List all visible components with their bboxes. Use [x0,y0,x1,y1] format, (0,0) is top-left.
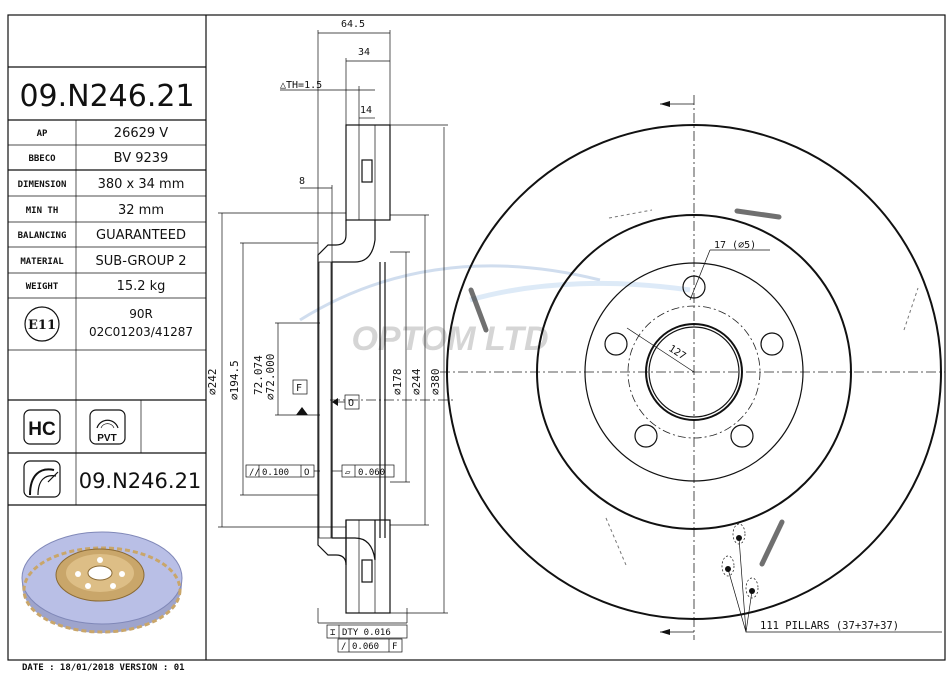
dia-244: ⌀244 [410,368,423,395]
svg-text:/: / [341,642,346,652]
row-label: AP [37,129,48,139]
svg-text:HC: HC [28,419,56,440]
pcd-label: 127 [666,343,687,362]
dim-64-5: 64.5 [341,19,365,30]
row-label: BALANCING [18,231,67,241]
slots [468,208,785,567]
row-label: MATERIAL [20,257,64,267]
svg-text:DTY 0.016: DTY 0.016 [342,628,391,638]
datum-f: F [296,383,302,394]
datum-o: O [348,398,354,409]
section-view: 64.5 34 △TH=1.5 14 8 ⌀242 ⌀194.5 72.074 … [206,19,455,653]
row-value: 380 x 34 mm [98,177,185,192]
disc-render-image [21,531,183,634]
disc-profile-icon [23,460,61,498]
delta-th: △TH=1.5 [280,80,322,91]
e11-approval-icon: E11 [24,306,60,342]
drawing-frame [7,14,946,661]
svg-text:O: O [304,468,309,478]
part-number: 09.N246.21 [19,79,194,114]
bolt-hole-label: 17 (⌀5) [714,240,756,251]
row-value: BV 9239 [114,151,169,166]
pvt-icon: PVT [89,409,126,445]
dim-8: 8 [299,176,305,187]
dia-178: ⌀178 [391,369,404,396]
svg-text:F: F [392,642,397,652]
svg-text:⌶: ⌶ [330,628,336,638]
dia-380: ⌀380 [429,369,442,396]
row-value: 15.2 kg [117,279,166,294]
row-value: GUARANTEED [96,228,186,243]
row-label: WEIGHT [26,282,59,292]
row-value: 32 mm [118,203,164,218]
dia-72-000: ⌀72.000 [264,354,277,400]
tolerance-dty-runout: ⌶ DTY 0.016 / 0.060 F [317,608,408,653]
approval-line2: 02C01203/41287 [89,325,193,339]
hc-icon: HC [23,409,61,445]
watermark: OPTOM LTD [299,264,691,358]
part-number-bottom: 09.N246.21 [79,469,202,493]
pillars [721,523,942,633]
tolerance-parallelism: // 0.100 O [245,464,320,478]
front-view: 17 (⌀5) 127 111 PILLARS (37+37+37) [440,95,945,640]
dim-34: 34 [358,47,370,58]
bolt-holes [604,275,784,448]
date-version: DATE : 18/01/2018 VERSION : 01 [22,663,185,673]
dia-72-074: 72.074 [252,355,265,395]
row-label: DIMENSION [18,180,67,190]
dia-194-5: ⌀194.5 [228,360,241,400]
svg-text:0.100: 0.100 [262,468,289,478]
svg-text:E11: E11 [28,318,56,333]
approval-line1: 90R [129,307,153,321]
title-block: 09.N246.21 AP BBECO DIMENSION MIN TH BAL… [8,66,206,506]
tolerance-flatness: ▱ 0.060 [332,464,395,478]
svg-text://: // [249,468,260,478]
dia-242: ⌀242 [206,369,219,396]
svg-text:0.060: 0.060 [352,642,379,652]
svg-text:▱: ▱ [345,468,351,478]
row-label: BBECO [28,154,56,164]
svg-text:PVT: PVT [97,433,116,444]
pillars-label: 111 PILLARS (37+37+37) [760,620,899,632]
svg-text:0.060: 0.060 [358,468,385,478]
row-value: SUB-GROUP 2 [96,254,187,269]
dim-14: 14 [360,105,372,116]
row-value: 26629 V [114,126,168,141]
row-label: MIN TH [26,206,59,216]
